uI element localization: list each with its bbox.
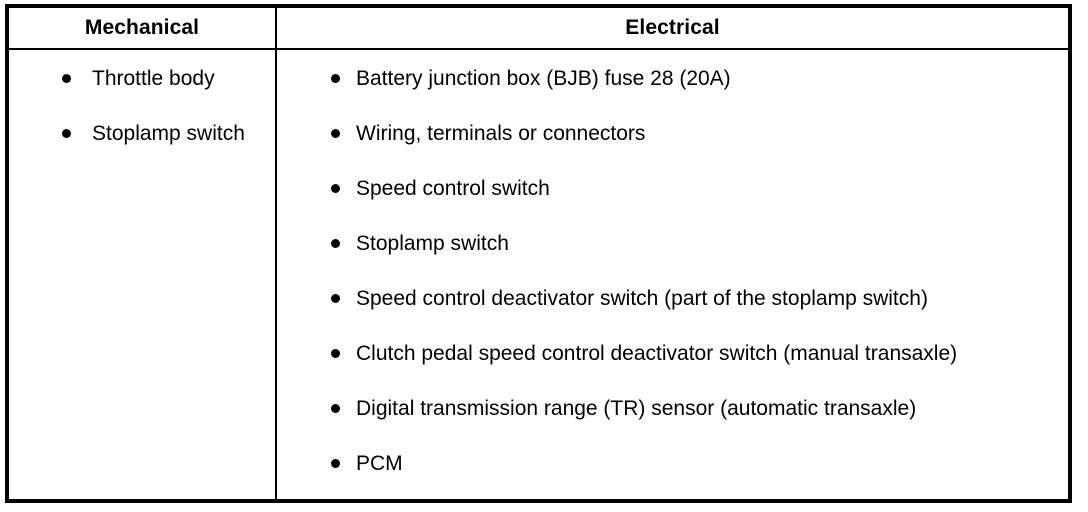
bullet-icon	[331, 239, 340, 248]
bullet-icon	[62, 74, 71, 83]
list-item-label: Stoplamp switch	[92, 122, 245, 145]
list-item: Digital transmission range (TR) sensor (…	[277, 394, 1068, 423]
bullet-icon	[331, 459, 340, 468]
list-item-label: Clutch pedal speed control deactivator s…	[356, 342, 958, 365]
column-header-mechanical: Mechanical	[84, 16, 200, 39]
mechanical-column: Throttle body Stoplamp switch	[9, 50, 275, 499]
bullet-icon	[331, 74, 340, 83]
list-item-label: Speed control switch	[356, 177, 550, 200]
list-item: Speed control switch	[277, 174, 1068, 203]
bullet-icon	[331, 404, 340, 413]
bullet-icon	[331, 294, 340, 303]
bullet-icon	[331, 184, 340, 193]
table-header-row: Mechanical Electrical	[9, 8, 1068, 48]
list-item: PCM	[277, 449, 1068, 478]
list-item-label: Digital transmission range (TR) sensor (…	[356, 397, 917, 420]
list-item: Stoplamp switch	[277, 229, 1068, 258]
electrical-column: Battery junction box (BJB) fuse 28 (20A)…	[277, 50, 1068, 499]
list-item: Speed control deactivator switch (part o…	[277, 284, 1068, 313]
mechanical-list: Throttle body Stoplamp switch	[9, 50, 275, 148]
diagnostic-components-table: Mechanical Electrical Throttle body Stop…	[5, 4, 1072, 503]
table-body-row: Throttle body Stoplamp switch Battery ju…	[9, 50, 1068, 499]
list-item: Battery junction box (BJB) fuse 28 (20A)	[277, 64, 1068, 93]
column-separator-rule	[275, 8, 277, 499]
electrical-list: Battery junction box (BJB) fuse 28 (20A)…	[277, 50, 1068, 478]
header-separator-rule	[9, 48, 1068, 50]
list-item-label: Stoplamp switch	[356, 232, 509, 255]
bullet-icon	[62, 129, 71, 138]
list-item: Throttle body	[9, 64, 275, 93]
list-item-label: PCM	[356, 452, 403, 475]
list-item-label: Speed control deactivator switch (part o…	[356, 287, 928, 310]
bullet-icon	[331, 129, 340, 138]
list-item-label: Throttle body	[92, 67, 215, 90]
list-item: Clutch pedal speed control deactivator s…	[277, 339, 1068, 368]
list-item-label: Wiring, terminals or connectors	[356, 122, 646, 145]
list-item: Wiring, terminals or connectors	[277, 119, 1068, 148]
column-header-electrical: Electrical	[625, 16, 720, 39]
list-item: Stoplamp switch	[9, 119, 275, 148]
bullet-icon	[331, 349, 340, 358]
list-item-label: Battery junction box (BJB) fuse 28 (20A)	[356, 67, 731, 90]
